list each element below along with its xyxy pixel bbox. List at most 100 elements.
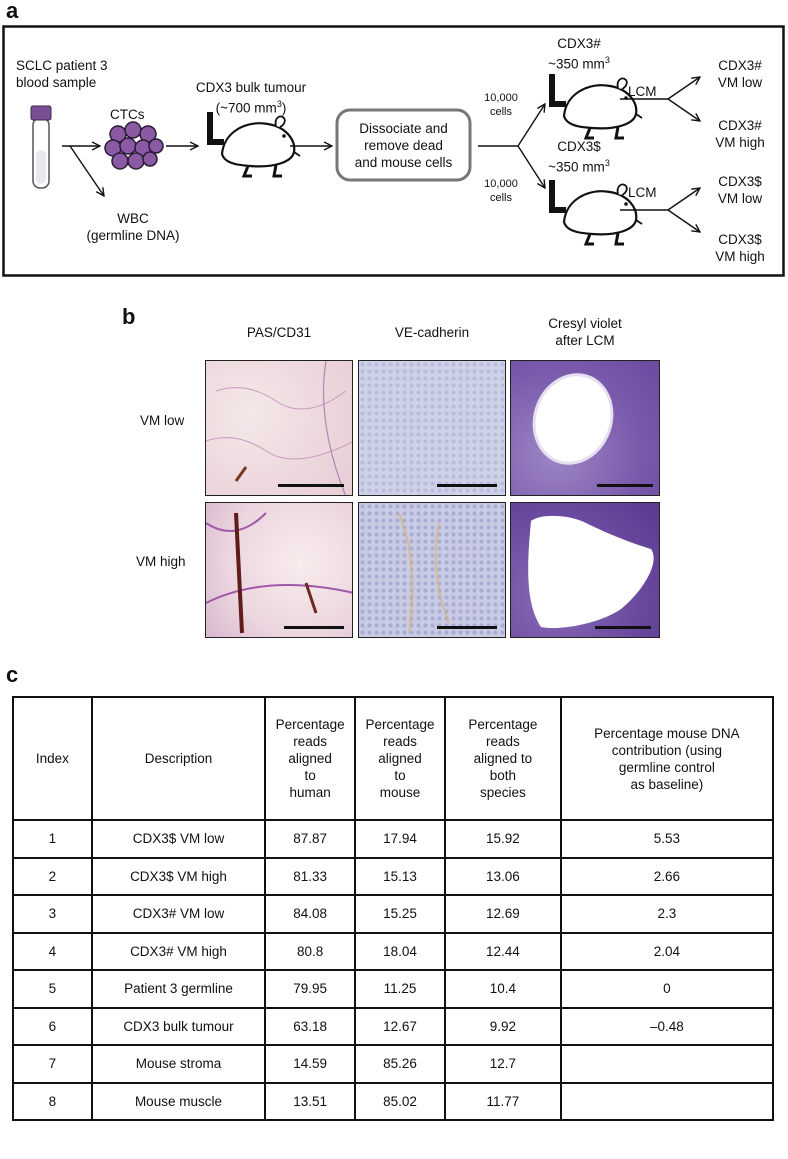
dollar-name: CDX3$ — [557, 139, 601, 154]
header-both-l5: species — [480, 785, 526, 800]
out4-line2: VM high — [715, 249, 765, 264]
scale-bar — [278, 484, 344, 487]
table-row: 5 Patient 3 germline 79.95 11.25 10.4 0 — [12, 969, 775, 1009]
output-hash-vm-low: CDX3# VM low — [700, 57, 780, 91]
dollar-volume: ~350 mm — [548, 159, 605, 175]
cell-mouse: 85.26 — [354, 1044, 447, 1084]
table-row: 3 CDX3# VM low 84.08 15.25 12.69 2.3 — [12, 894, 775, 934]
ctcs-label: CTCs — [110, 107, 145, 122]
header-mouse-l5: mouse — [379, 785, 421, 800]
cdx3-hash-label: CDX3# ~350 mm3 — [534, 35, 624, 73]
cell-human: 14.59 — [264, 1044, 357, 1084]
lcm-top-label: LCM — [628, 84, 657, 99]
cell-human: 80.8 — [264, 931, 357, 971]
out2-line1: CDX3# — [718, 118, 762, 133]
bulk-line2-prefix: (~700 mm — [215, 100, 277, 116]
table-row: 2 CDX3$ VM high 81.33 15.13 13.06 2.66 — [12, 856, 775, 896]
cell-mouse: 15.13 — [354, 856, 447, 896]
cell-human: 84.08 — [264, 894, 357, 934]
micrograph-pas-vm-low — [205, 360, 353, 496]
wbc-line1: WBC — [117, 211, 149, 226]
header-contribution-l3: germline control — [618, 759, 715, 775]
cell-contribution — [559, 1081, 775, 1121]
cell-mouse: 17.94 — [354, 819, 447, 859]
micrograph-pas-vm-high — [205, 502, 353, 638]
out3-line1: CDX3$ — [718, 174, 762, 189]
cell-mouse: 11.25 — [354, 969, 447, 1009]
cell-contribution — [559, 1044, 775, 1084]
cell-index: 5 — [12, 969, 93, 1009]
panel-a-frame — [2, 25, 785, 277]
cell-both: 12.7 — [444, 1044, 562, 1084]
patient-sample-label: SCLC patient 3 blood sample — [16, 57, 108, 91]
header-mouse-l3: aligned — [378, 751, 422, 766]
bulk-mouse-icon — [210, 112, 300, 176]
row-label-vm-high: VM high — [136, 554, 186, 569]
cell-index: 4 — [12, 931, 93, 971]
table-row: 1 CDX3$ VM low 87.87 17.94 15.92 5.53 — [12, 819, 775, 859]
wbc-label: WBC (germline DNA) — [78, 210, 188, 244]
panel-b-letter: b — [122, 304, 136, 329]
header-mouse-l1: Percentage — [365, 717, 435, 732]
cell-contribution: –0.48 — [559, 1006, 775, 1046]
scale-bar — [597, 484, 653, 487]
header-contribution-l4: as baseline) — [630, 776, 704, 792]
cell-description: Mouse muscle — [90, 1081, 267, 1121]
process-line1: Dissociate and — [359, 121, 448, 136]
cell-index: 1 — [12, 819, 93, 859]
cell-human: 81.33 — [264, 856, 357, 896]
header-mouse-l2: reads — [383, 734, 417, 749]
header-description: Description — [90, 696, 267, 821]
table-row: 7 Mouse stroma 14.59 85.26 12.7 — [12, 1044, 775, 1084]
micrograph-cresyl-vm-high — [510, 502, 660, 638]
cells-top-line1: 10,000 — [484, 92, 518, 104]
bulk-tumour-label: CDX3 bulk tumour (~700 mm3) — [186, 79, 316, 117]
table-row: 6 CDX3 bulk tumour 63.18 12.67 9.92 –0.4… — [12, 1006, 775, 1046]
output-dollar-vm-low: CDX3$ VM low — [700, 173, 780, 207]
cell-both: 13.06 — [444, 856, 562, 896]
process-line3: and mouse cells — [354, 155, 453, 170]
cell-index: 2 — [12, 856, 93, 896]
header-mouse-l4: to — [394, 768, 406, 783]
header-human-l1: Percentage — [275, 717, 345, 732]
cell-mouse: 15.25 — [354, 894, 447, 934]
patient-line2: blood sample — [16, 75, 97, 90]
patient-line1: SCLC patient 3 — [16, 58, 108, 73]
table-header-row: Index Description Percentage reads align… — [12, 696, 775, 821]
bulk-line1: CDX3 bulk tumour — [195, 80, 307, 95]
col-header-cresyl: Cresyl violet after LCM — [510, 315, 660, 349]
cell-both: 11.77 — [444, 1081, 562, 1121]
hash-name: CDX3# — [557, 36, 601, 51]
header-human-l4: to — [304, 768, 316, 783]
cell-both: 12.44 — [444, 931, 562, 971]
cell-human: 63.18 — [264, 1006, 357, 1046]
header-human-l5: human — [289, 785, 331, 800]
cell-both: 15.92 — [444, 819, 562, 859]
ctc-cluster-icon — [104, 121, 164, 170]
process-box — [335, 108, 472, 182]
cell-description: CDX3$ VM low — [90, 819, 267, 859]
cells-bottom-line1: 10,000 — [484, 178, 518, 190]
header-both-l4: both — [489, 768, 517, 783]
cell-index: 3 — [12, 894, 93, 934]
cell-both: 12.69 — [444, 894, 562, 934]
bulk-line2-suffix: ) — [281, 100, 287, 116]
header-human: Percentage reads aligned to human — [264, 696, 357, 821]
cell-mouse: 18.04 — [354, 931, 447, 971]
reads-table: Index Description Percentage reads align… — [12, 696, 775, 1121]
header-index: Index — [12, 696, 93, 821]
panel-a-diagram — [2, 25, 785, 277]
cell-index: 6 — [12, 1006, 93, 1046]
cells-top-line2: cells — [489, 106, 512, 118]
header-contribution-l1: Percentage mouse DNA — [594, 725, 740, 741]
cresyl-line1: Cresyl violet — [548, 316, 622, 331]
cell-description: CDX3# VM high — [90, 931, 267, 971]
header-both-l3: aligned to — [473, 751, 533, 766]
lumen-high — [528, 515, 654, 629]
lcm-bottom-label: LCM — [628, 185, 657, 200]
cresyl-line2: after LCM — [555, 333, 615, 348]
cell-index: 7 — [12, 1044, 93, 1084]
cdx3-dollar-label: CDX3$ ~350 mm3 — [534, 138, 624, 176]
dollar-volume-sup: 3 — [604, 158, 610, 168]
output-hash-vm-high: CDX3# VM high — [700, 117, 780, 151]
